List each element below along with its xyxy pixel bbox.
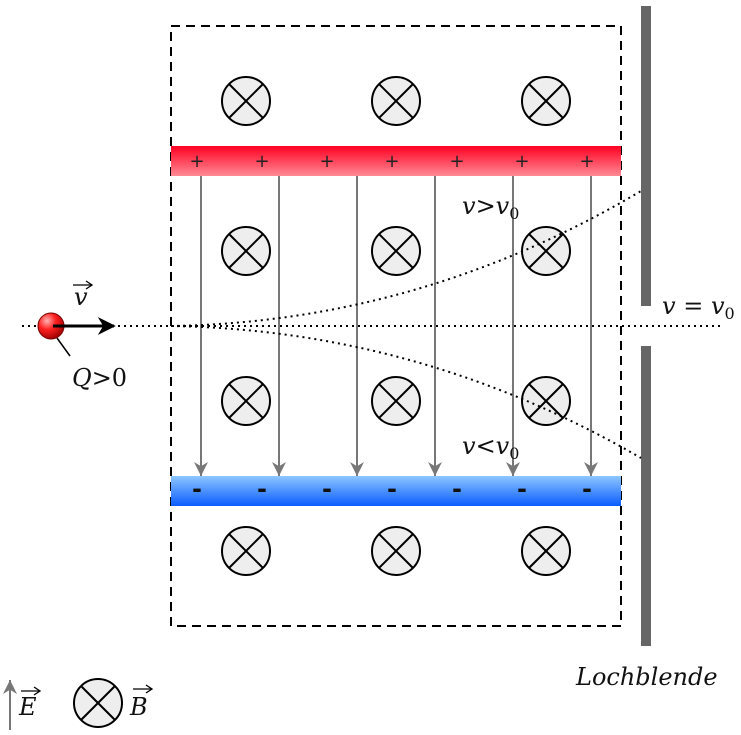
b-field-cross-icon [521,376,571,426]
label-slower: v<v0 [462,432,519,463]
minus-sign: - [387,475,397,503]
label-equal: v = v0 [662,292,735,323]
positive-plate [171,146,621,176]
plus-sign: + [319,151,334,172]
minus-sign: - [322,475,332,503]
b-field-symbols [221,76,571,576]
plus-sign: + [384,151,399,172]
legend-b: B [73,678,154,728]
velocity-label: v [73,280,94,311]
plus-sign: + [449,151,464,172]
charge-label: Q>0 [72,364,127,392]
b-field-cross-icon [221,376,271,426]
charge-pointer-line [56,337,71,357]
plus-sign: + [254,151,269,172]
legend-b-label: B [129,693,148,721]
b-field-cross-icon [521,76,571,126]
velocity-symbol: v [74,283,88,311]
minus-sign: - [192,475,202,503]
plus-sign: + [514,151,529,172]
b-field-cross-icon [521,526,571,576]
b-field-cross-icon [221,76,271,126]
negative-plate [171,476,621,506]
b-field-cross-icon [371,376,421,426]
label-faster: v>v0 [462,192,519,223]
aperture-label: Lochblende [575,663,718,691]
aperture-lower-bar [641,346,651,646]
aperture-upper-bar [641,6,651,306]
b-field-cross-icon [521,226,571,276]
b-field-cross-icon [371,76,421,126]
legend-e-label: E [18,693,37,721]
minus-sign: - [582,475,592,503]
plate-signs: + - + - + - + - + - + - + - [189,151,594,503]
b-field-cross-icon [371,526,421,576]
plus-sign: + [189,151,204,172]
legend-e: E [2,680,42,730]
b-field-cross-icon [221,526,271,576]
b-field-cross-icon [221,226,271,276]
minus-sign: - [257,475,267,503]
plus-sign: + [579,151,594,172]
electric-field-lines [194,176,598,476]
minus-sign: - [452,475,462,503]
b-field-cross-icon [371,226,421,276]
minus-sign: - [517,475,527,503]
